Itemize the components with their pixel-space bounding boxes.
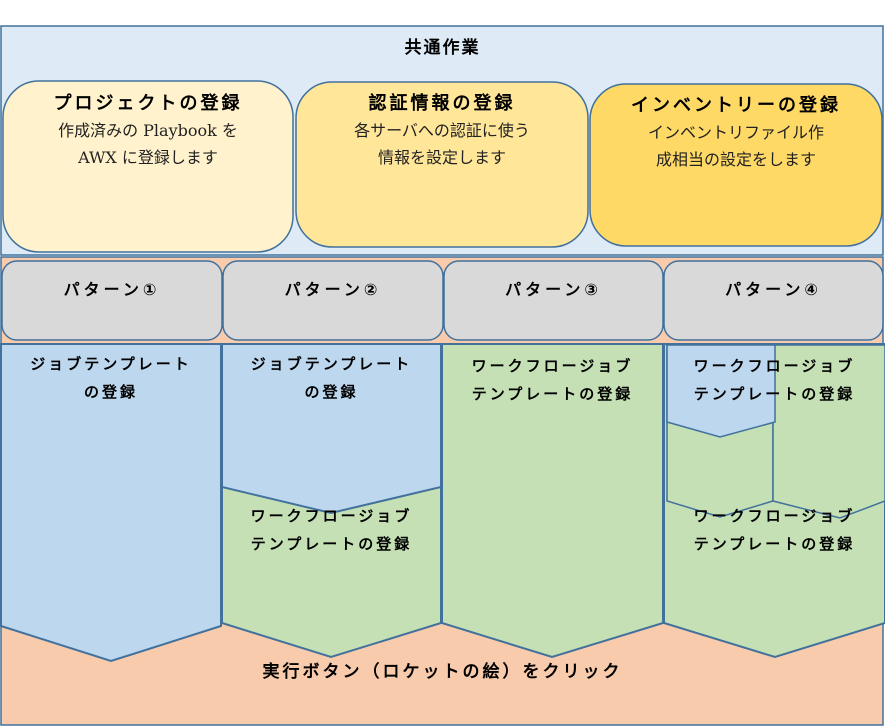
step-line: ジョブテンプレート xyxy=(250,355,413,373)
card-credentials xyxy=(295,81,589,248)
step-line: ジョブテンプレート xyxy=(30,355,192,373)
common-work-title: 共通作業 xyxy=(404,38,481,58)
pattern-4-inner-right-chevron xyxy=(772,344,885,519)
card-credentials-text: 認証情報の登録 各サーバへの認証に使う 情報を設定します xyxy=(296,91,588,171)
pattern-2-job-template-chevron xyxy=(221,343,442,515)
card-title: インベントリーの登録 xyxy=(631,95,841,116)
pattern-4-label: パターン④ xyxy=(725,280,822,299)
card-title: プロジェクトの登録 xyxy=(53,93,243,114)
pattern-1-label: パターン① xyxy=(63,280,161,299)
pattern-1-step-job-template: ジョブテンプレート の登録 xyxy=(1,350,221,406)
step-line: の登録 xyxy=(83,383,138,401)
pattern-3-step-workflow-template: ワークフロージョブ テンプレートの登録 xyxy=(442,352,663,408)
step-line: ワークフロージョブ xyxy=(693,357,856,375)
card-project-text: プロジェクトの登録 作成済みの Playbook を AWX に登録します xyxy=(3,91,293,171)
step-line: テンプレートの登録 xyxy=(471,385,634,403)
pattern-1-job-template-chevron xyxy=(0,343,222,663)
step-line: ワークフロージョブ xyxy=(250,507,413,525)
pattern-4-step-workflow-template-2: ワークフロージョブ テンプレートの登録 xyxy=(664,502,885,558)
step-line: テンプレートの登録 xyxy=(250,535,413,553)
card-description-line: 作成済みの Playbook を xyxy=(58,121,238,140)
card-description-line: 成相当の設定をします xyxy=(655,150,816,169)
pattern-2-step-workflow-template: ワークフロージョブ テンプレートの登録 xyxy=(222,502,441,558)
card-project xyxy=(2,80,294,253)
card-inventory xyxy=(589,83,883,247)
pattern-2-label: パターン② xyxy=(284,280,382,299)
pattern-4-step-workflow-template-1: ワークフロージョブ テンプレートの登録 xyxy=(664,352,885,408)
pattern-2-header xyxy=(222,260,444,341)
card-title: 認証情報の登録 xyxy=(368,93,516,114)
pattern-3-label: パターン③ xyxy=(505,280,602,299)
pattern-2-step-job-template: ジョブテンプレート の登録 xyxy=(222,350,441,406)
card-description-line: 各サーバへの認証に使う xyxy=(354,121,530,140)
pattern-1-header xyxy=(1,260,223,341)
step-line: ワークフロージョブ xyxy=(471,357,634,375)
step-line: ワークフロージョブ xyxy=(693,507,856,525)
pattern-4-header xyxy=(663,260,884,341)
card-description-line: AWX に登録します xyxy=(78,148,218,167)
card-description-line: インベントリファイル作 xyxy=(647,123,824,142)
step-line: テンプレートの登録 xyxy=(693,385,856,403)
step-line: テンプレートの登録 xyxy=(693,535,856,553)
pattern-4-job-template-chevron xyxy=(666,344,776,438)
card-description-line: 情報を設定します xyxy=(377,148,506,167)
step-line: の登録 xyxy=(304,383,359,401)
pattern-3-header xyxy=(443,260,664,341)
execute-instruction: 実行ボタン（ロケットの絵）をクリック xyxy=(262,662,623,682)
pattern-3-workflow-template-chevron xyxy=(441,343,664,659)
card-inventory-text: インベントリーの登録 インベントリファイル作 成相当の設定をします xyxy=(590,93,882,173)
